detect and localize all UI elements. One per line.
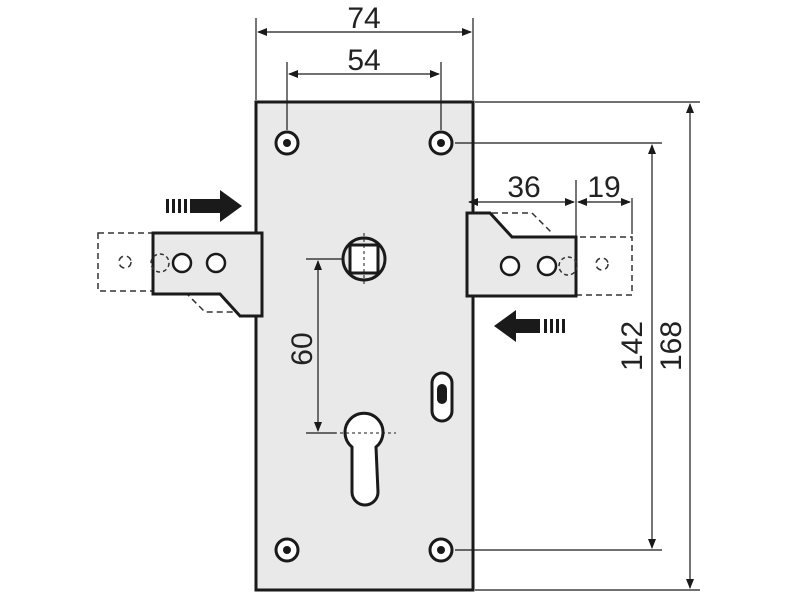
dimension-60-label: 60: [286, 332, 319, 365]
dimension-168-label: 168: [655, 321, 688, 371]
dimension-142-label: 142: [616, 321, 649, 371]
arrow-left-icon: [494, 310, 565, 342]
cylinder-keyhole: [343, 411, 385, 507]
mounting-hole-bottom-left: [274, 537, 300, 563]
dimension-74: [255, 18, 474, 100]
dimension-36-label: 36: [507, 171, 540, 204]
mounting-hole-top-right: [428, 130, 454, 156]
dimension-74-label: 74: [347, 2, 380, 35]
right-bolt-hole-outer: [499, 255, 521, 277]
dimension-54: [286, 62, 442, 130]
left-bolt-hole-inner: [171, 252, 193, 274]
mounting-hole-bottom-right: [428, 537, 454, 563]
left-bolt: [151, 231, 264, 318]
spindle-hole: [341, 233, 387, 285]
lock-plate: [254, 100, 475, 592]
dimension-36-19: [468, 180, 633, 236]
dimension-142: [455, 142, 662, 551]
right-bolt-hole-dashed: [558, 256, 578, 276]
arrow-right-icon: [166, 190, 242, 222]
dimension-19-label: 19: [587, 171, 620, 204]
dimension-54-label: 54: [347, 44, 380, 77]
mounting-hole-top-left: [274, 130, 300, 156]
right-bolt: [465, 211, 578, 298]
right-bolt-hole-inner: [536, 255, 558, 277]
dimension-168: [475, 101, 700, 591]
left-bolt-hole-dashed: [150, 253, 170, 273]
slot: [430, 371, 454, 423]
dimension-60: [306, 258, 344, 434]
left-bolt-hole-outer: [205, 252, 227, 274]
